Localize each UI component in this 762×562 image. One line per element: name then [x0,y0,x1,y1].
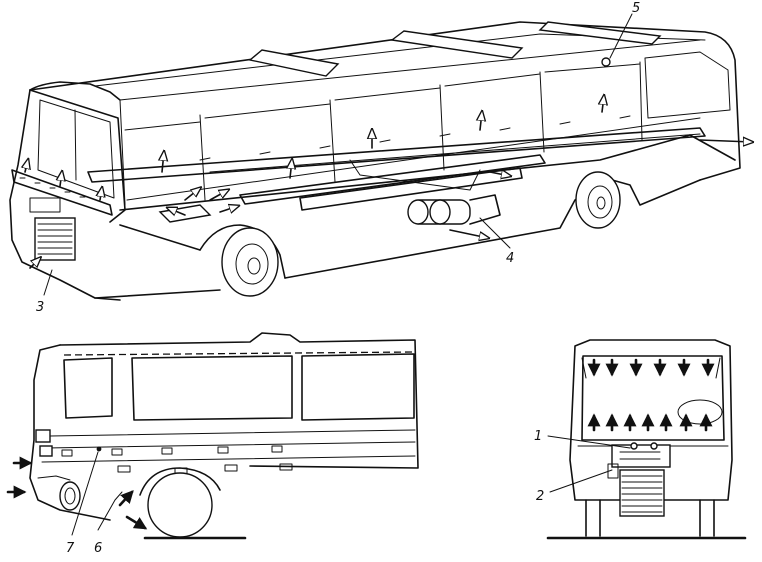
label-1: 1 [534,429,542,444]
airflow-arrows [25,96,752,269]
bus-side-view: 7 6 [6,332,419,556]
front-wheel [221,227,279,297]
rear-wheel [575,171,621,229]
bus-rear-view: 1 2 [534,339,747,540]
label-3: 3 [36,300,44,315]
label-4: 4 [506,251,514,266]
label-5: 5 [632,1,640,16]
label-2: 2 [536,489,544,504]
heater-unit [407,194,501,225]
label-7: 7 [66,541,75,556]
bus-perspective-view: 3 4 5 [9,1,752,315]
label-6: 6 [94,541,102,556]
